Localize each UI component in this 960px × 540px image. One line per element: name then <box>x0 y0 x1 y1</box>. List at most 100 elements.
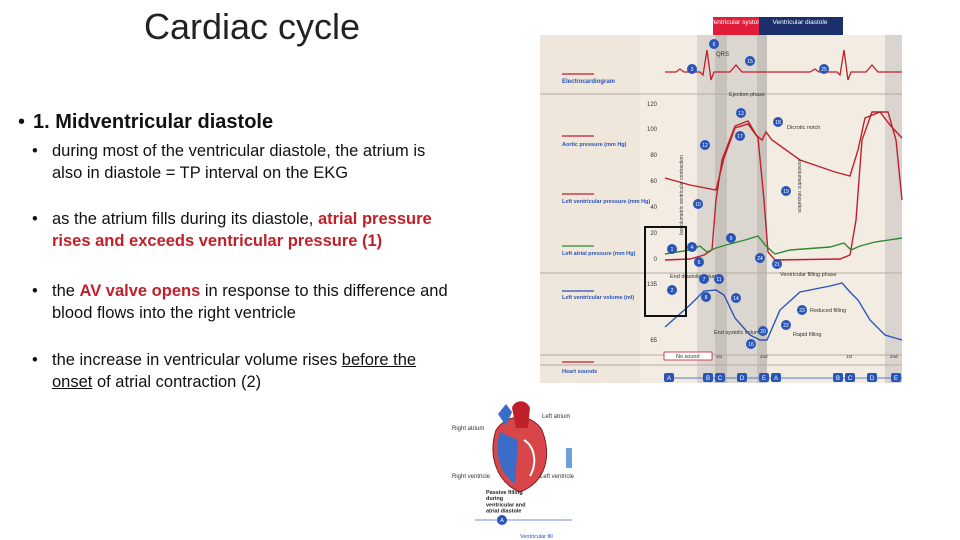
y-tick: 60 <box>650 179 657 185</box>
marker-20 <box>758 326 768 336</box>
heart-caption-line: atrial diastole <box>486 509 521 515</box>
y-tick: 100 <box>647 127 658 133</box>
marker-15-text: 15 <box>747 59 753 65</box>
marker-6 <box>709 39 719 49</box>
slide-title: Cardiac cycle <box>144 6 361 47</box>
bullet-3: • the AV valve opens in response to this… <box>32 281 452 324</box>
isovol-relaxation-label: Isovolumetric relaxation <box>796 160 802 213</box>
marker-12-text: 12 <box>702 143 708 149</box>
aortic-pressure-trace <box>664 111 903 191</box>
phase-c <box>715 373 725 382</box>
bullet-4: • the increase in ventricular volume ris… <box>32 350 452 393</box>
marker-2-text: 2 <box>671 288 674 294</box>
no-sound-label: No sound <box>676 354 700 360</box>
numbered-markers: 1 2 3 4 5 6 7 8 9 10 11 12 13 14 15 16 1… <box>667 39 829 349</box>
lv-volume-trace <box>664 282 903 341</box>
ecg-label: Electrocardiogram <box>562 79 615 85</box>
end-systolic-label: End systolic volume <box>714 330 763 336</box>
y-tick: 65 <box>650 338 657 344</box>
marker-7-text: 7 <box>703 277 706 283</box>
marker-10 <box>693 199 703 209</box>
marker-24 <box>755 253 765 263</box>
heart-caption-line: Passive filling <box>486 490 523 496</box>
highlight-box <box>644 226 687 317</box>
right-ventricle-label: Right ventricle <box>452 474 491 480</box>
y-tick: 40 <box>650 205 657 211</box>
right-atrium-label: Right atrium <box>452 426 484 432</box>
y-tick: 120 <box>647 102 658 108</box>
marker-22 <box>781 320 791 330</box>
no-sound-box <box>663 351 713 361</box>
marker-11 <box>714 274 724 284</box>
marker-6-text: 6 <box>713 42 716 48</box>
bullet-4-text-b: before the onset <box>52 351 417 391</box>
ecg-trace <box>665 49 902 81</box>
left-ventricle-label: Left ventricle <box>540 474 575 480</box>
systole-header <box>713 17 759 35</box>
marker-25-text: 25 <box>821 67 827 73</box>
s1-label-2: 1st <box>846 354 853 359</box>
lap-label: Left atrial pressure (mm Hg) <box>562 251 636 257</box>
bullet-dot: • <box>32 142 38 160</box>
rapid-filling-label: Rapid filling <box>793 332 821 338</box>
phase-a <box>664 373 674 382</box>
phase-e2 <box>891 373 901 382</box>
marker-1-text: 1 <box>671 247 674 253</box>
phase-letters: A B C D E A B C D E <box>664 373 902 382</box>
isovol-contraction-label: Isovolumetric ventricular contraction <box>679 155 685 235</box>
marker-19 <box>781 186 791 196</box>
marker-14-text: 14 <box>733 296 739 302</box>
marker-18 <box>773 117 783 127</box>
lvv-label: Left ventricular volume (ml) <box>562 295 634 301</box>
bullet-dot: • <box>32 210 38 228</box>
marker-16 <box>746 339 756 349</box>
marker-4 <box>687 242 697 252</box>
phase-e2-text: E <box>894 376 898 382</box>
marker-12 <box>700 140 710 150</box>
valve-outline <box>523 439 536 477</box>
end-diastolic-label: End diastolic volume <box>670 274 720 280</box>
marker-19-text: 19 <box>783 189 789 195</box>
isovolumetric-band-2 <box>757 35 767 383</box>
phase-a2 <box>771 373 781 382</box>
heart-caption-line: during <box>486 496 503 502</box>
phase-a2-text: A <box>774 376 778 382</box>
label-column <box>540 35 640 383</box>
bullet-3-text-b: AV valve opens <box>79 282 201 300</box>
bullet-dot: • <box>32 282 38 300</box>
marker-9-text: 9 <box>730 236 733 242</box>
phase-b2-text: B <box>836 376 840 382</box>
s1-label: 1st <box>716 354 723 359</box>
heart-bottom-label: Ventricular fill <box>520 534 553 540</box>
aortic-label: Aortic pressure (mm Hg) <box>562 142 627 148</box>
vena-cava <box>498 404 512 426</box>
left-atrium-label: Left atrium <box>542 414 570 420</box>
bullet-4-text-c: of atrial contraction (2) <box>92 372 262 391</box>
bullet-2-text-a: as the atrium fills during its diastole, <box>52 210 318 228</box>
marker-17 <box>735 131 745 141</box>
bullet-dot: • <box>18 111 26 133</box>
side-strip <box>566 448 572 468</box>
marker-14 <box>731 293 741 303</box>
marker-17-text: 17 <box>737 134 743 140</box>
phase-d2-text: D <box>870 376 875 382</box>
marker-21-text: 21 <box>774 262 780 268</box>
phase-c2-text: C <box>848 376 853 382</box>
marker-24-text: 24 <box>757 256 763 262</box>
bullet-3-text-c: in response to this difference and blood… <box>52 282 448 322</box>
phase-b-text: B <box>706 376 710 382</box>
marker-5 <box>694 257 704 267</box>
filling-phase-label: Ventricular filling phase <box>780 272 837 278</box>
marker-8-text: 8 <box>705 295 708 301</box>
heading-text: 1. Midventricular diastole <box>33 111 274 133</box>
bullet-1: • during most of the ventricular diastol… <box>32 141 452 184</box>
heart-caption-letter: A <box>500 518 504 524</box>
bullet-dot: • <box>32 351 38 369</box>
marker-10-text: 10 <box>695 202 701 208</box>
lv-pressure-trace <box>664 111 903 261</box>
phase-d2 <box>867 373 877 382</box>
marker-18-text: 18 <box>775 120 781 126</box>
phase-d-text: D <box>740 376 745 382</box>
marker-4-text: 4 <box>691 245 694 251</box>
